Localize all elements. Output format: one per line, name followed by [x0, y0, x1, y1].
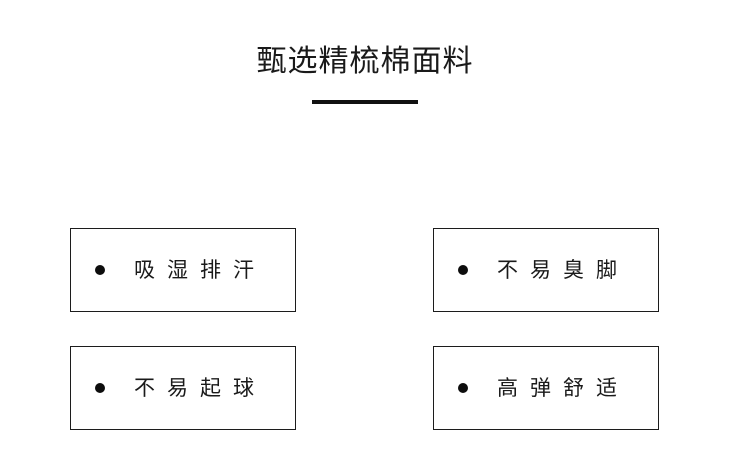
bullet-dot-icon	[458, 383, 468, 393]
feature-box-anti-pilling[interactable]: 不易起球	[70, 346, 296, 430]
feature-grid: 吸湿排汗 不易臭脚 不易起球 高弹舒适	[70, 228, 661, 432]
bullet-dot-icon	[95, 265, 105, 275]
title-underline-divider	[312, 100, 418, 104]
feature-label: 高弹舒适	[497, 376, 629, 400]
feature-label: 不易臭脚	[497, 258, 629, 282]
bullet-dot-icon	[95, 383, 105, 393]
feature-box-odor-resistant[interactable]: 不易臭脚	[433, 228, 659, 312]
feature-label: 不易起球	[134, 376, 266, 400]
feature-box-moisture-wicking[interactable]: 吸湿排汗	[70, 228, 296, 312]
title-block: 甄选精梳棉面料	[0, 44, 730, 104]
page-title: 甄选精梳棉面料	[256, 44, 474, 79]
feature-box-high-stretch-comfort[interactable]: 高弹舒适	[433, 346, 659, 430]
feature-label: 吸湿排汗	[134, 258, 266, 282]
bullet-dot-icon	[458, 265, 468, 275]
